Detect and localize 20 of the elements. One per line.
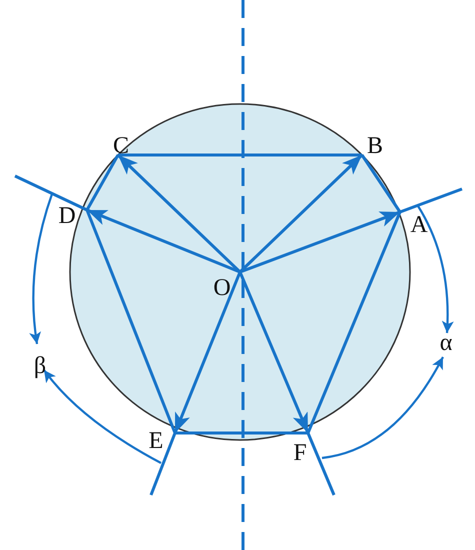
vector-arrow bbox=[238, 271, 310, 434]
line-segment bbox=[118, 154, 362, 156]
point-label: D bbox=[58, 204, 76, 228]
point-label: F bbox=[293, 441, 307, 465]
line-segment bbox=[306, 211, 402, 434]
point-label: E bbox=[148, 429, 164, 453]
vector-arrow bbox=[174, 271, 242, 434]
angle-label: β bbox=[34, 354, 46, 378]
angle-label: α bbox=[440, 331, 452, 355]
line-segment bbox=[86, 209, 176, 434]
line-segment bbox=[360, 154, 402, 213]
vector-arrow bbox=[86, 208, 241, 274]
line-segment bbox=[175, 432, 308, 434]
vector-arrow bbox=[239, 210, 401, 274]
point-label: B bbox=[367, 134, 383, 158]
vector-arrow bbox=[116, 154, 242, 274]
point-label: A bbox=[410, 213, 428, 237]
line-segment bbox=[86, 154, 120, 211]
point-label: O bbox=[213, 276, 231, 300]
vector-arrow bbox=[238, 154, 364, 274]
